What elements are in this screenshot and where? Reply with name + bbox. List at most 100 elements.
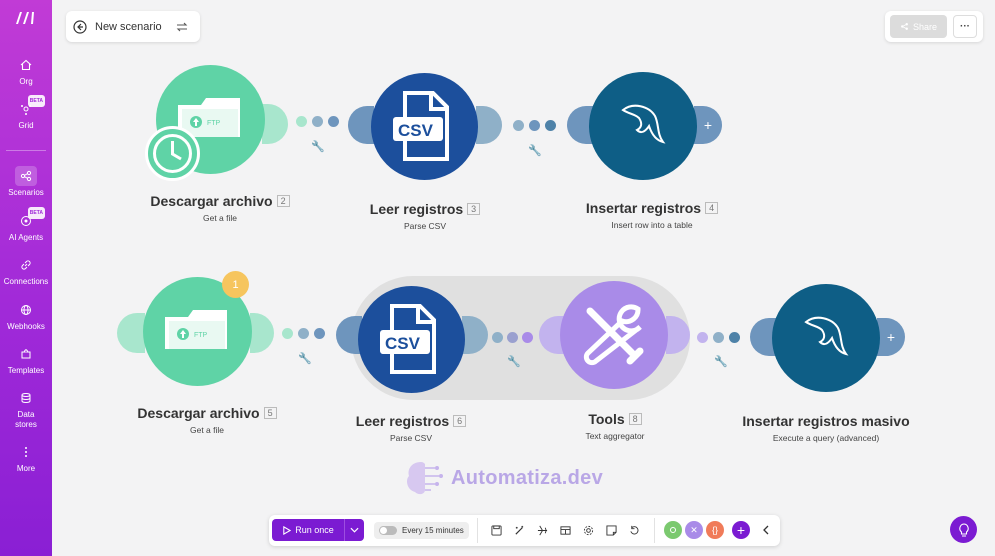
gear-icon[interactable]: [581, 523, 595, 537]
csv-module-parse-2[interactable]: CSV: [358, 286, 465, 393]
scenario-title-card: New scenario: [66, 11, 200, 42]
beta-badge: BETA: [27, 207, 45, 219]
scenario-name[interactable]: New scenario: [95, 20, 162, 33]
sidebar-item-label: Scenarios: [8, 188, 44, 197]
wrench-icon[interactable]: 🔧: [714, 356, 728, 368]
run-once-label: Run once: [295, 525, 334, 535]
notes-icon[interactable]: [604, 523, 618, 537]
sidebar-item-webhooks[interactable]: Webhooks: [0, 300, 52, 332]
make-logo-icon[interactable]: [14, 10, 38, 26]
sidebar-item-data-stores[interactable]: Data stores: [0, 388, 52, 430]
watermark: Automatiza.dev: [403, 458, 603, 498]
sidebar-divider: [6, 150, 46, 151]
module-number: 6: [453, 415, 467, 427]
sidebar-item-grid[interactable]: BETA Grid: [0, 95, 52, 131]
operations-count-badge[interactable]: 1: [222, 271, 249, 298]
module-title: Insertar registros: [585, 200, 702, 216]
connector-dot: [697, 332, 708, 343]
share-icon: [901, 23, 908, 30]
wrench-icon[interactable]: 🔧: [528, 145, 542, 157]
undo-icon[interactable]: [627, 523, 641, 537]
run-once-button[interactable]: Run once: [272, 519, 344, 541]
sidebar-item-label: Connections: [3, 277, 49, 286]
add-module-button[interactable]: +: [877, 318, 905, 356]
add-module-button[interactable]: +: [732, 521, 750, 539]
ai-agent-icon: [21, 216, 31, 226]
share-label: Share: [912, 21, 938, 32]
connector-dot: [713, 332, 724, 343]
tools-wrench-screwdriver-icon: [583, 304, 644, 366]
schedule-toggle[interactable]: [379, 526, 397, 535]
tools-icon[interactable]: ✕: [685, 521, 703, 539]
wrench-icon[interactable]: 🔧: [507, 356, 521, 368]
mysql-module-insert[interactable]: [589, 72, 697, 180]
csv-module-parse[interactable]: CSV: [371, 73, 478, 180]
wrench-icon[interactable]: 🔧: [298, 353, 312, 365]
module-connector[interactable]: [117, 313, 145, 353]
module-subtitle: Parse CSV: [389, 433, 433, 443]
module-subtitle: Text aggregator: [585, 431, 645, 441]
module-connector[interactable]: [336, 316, 362, 354]
help-button[interactable]: [950, 516, 977, 543]
mysql-module-execute-query[interactable]: [772, 284, 880, 392]
more-vertical-icon: [25, 447, 27, 457]
schedule-label: Every 15 minutes: [402, 526, 464, 535]
database-icon: [21, 393, 31, 403]
sidebar-item-org[interactable]: Org: [0, 55, 52, 87]
connector-dot: [529, 120, 540, 131]
module-connector[interactable]: [262, 104, 288, 144]
schedule-clock-badge[interactable]: [145, 126, 200, 181]
add-app-icon[interactable]: [664, 521, 682, 539]
module-connector[interactable]: [750, 318, 776, 356]
sidebar-item-scenarios[interactable]: Scenarios: [0, 166, 52, 198]
table-icon[interactable]: [558, 523, 572, 537]
mysql-dolphin-icon: [804, 316, 849, 356]
sidebar-item-label: Grid: [18, 121, 34, 130]
folder-ftp-icon: FTP: [165, 310, 227, 349]
module-connector[interactable]: [567, 106, 593, 144]
back-arrow-icon[interactable]: [73, 19, 87, 34]
sidebar-item-label: Webhooks: [7, 322, 45, 331]
sidebar-item-more[interactable]: More: [0, 442, 52, 474]
magic-wand-icon[interactable]: [512, 523, 526, 537]
run-options-dropdown[interactable]: [344, 519, 364, 541]
module-connector[interactable]: [476, 106, 502, 144]
sidebar-item-ai-agents[interactable]: BETA AI Agents: [0, 207, 52, 243]
text-parser-icon[interactable]: {}: [706, 521, 724, 539]
module-number: 2: [276, 195, 290, 207]
csv-text: CSV: [398, 121, 434, 140]
connector-dot: [312, 116, 323, 127]
top-right-actions: Share ···: [885, 11, 983, 42]
swap-icon[interactable]: [176, 21, 188, 33]
connector-dot: [328, 116, 339, 127]
connector-dot: [314, 328, 325, 339]
module-subtitle: Insert row into a table: [611, 220, 693, 230]
connector-dot: [522, 332, 533, 343]
connector-dot: [507, 332, 518, 343]
schedule-setting[interactable]: Every 15 minutes: [374, 522, 469, 539]
module-connector[interactable]: [250, 313, 274, 353]
add-module-button[interactable]: +: [694, 106, 722, 144]
share-button[interactable]: Share: [890, 15, 947, 38]
more-options-button[interactable]: ···: [953, 15, 977, 38]
airplane-icon[interactable]: [535, 523, 549, 537]
toolbar-divider: [477, 518, 478, 543]
tools-module-text-aggregator[interactable]: [560, 281, 668, 389]
module-subtitle: Get a file: [189, 425, 225, 435]
sidebar-item-connections[interactable]: Connections: [0, 255, 52, 287]
connector-dot: [282, 328, 293, 339]
link-icon: [21, 260, 31, 270]
csv-text: CSV: [385, 334, 421, 353]
chevron-left-icon[interactable]: [759, 523, 773, 537]
sidebar-item-templates[interactable]: Templates: [0, 344, 52, 376]
module-title: Descargar archivo: [137, 405, 260, 421]
globe-icon: [21, 305, 31, 315]
ftp-module-download-file[interactable]: FTP: [156, 65, 265, 174]
save-icon[interactable]: [489, 523, 503, 537]
module-connector[interactable]: [348, 106, 374, 144]
wrench-icon[interactable]: 🔧: [311, 141, 325, 153]
